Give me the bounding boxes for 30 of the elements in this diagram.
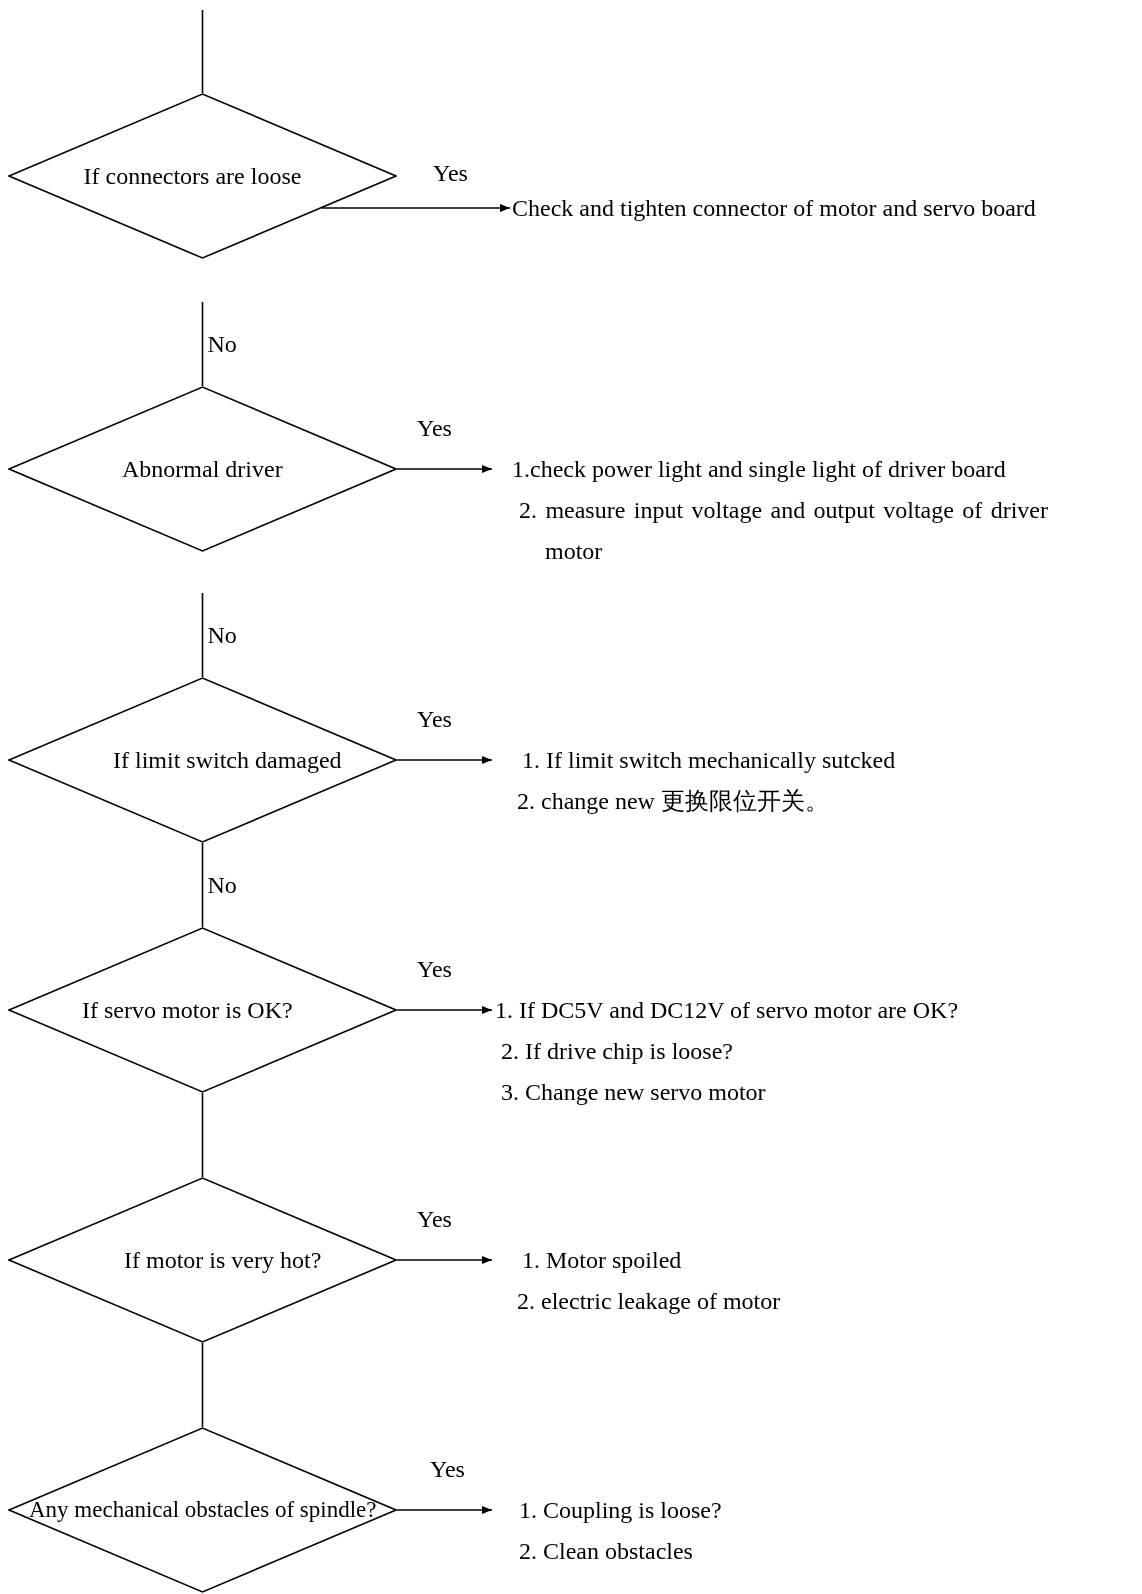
action-text: 2. Clean obstacles [519,1537,693,1566]
action-text: 3. Change new servo motor [501,1078,766,1107]
decision-text: Any mechanical obstacles of spindle? [29,1496,377,1524]
connector-line [201,9,204,94]
connector-line [201,301,204,387]
arrow [396,756,493,764]
arrow [321,204,511,212]
arrow [396,1506,493,1514]
action-text: 1. Coupling is loose? [519,1496,722,1525]
action-text: 1.check power light and single light of driver board [512,455,1007,484]
arrow [396,465,493,473]
arrow [396,1006,493,1014]
action-text: 1. If DC5V and DC12V of servo motor are OK? [495,996,959,1025]
action-text: 2. measure input voltage and output voltage of driver motor [519,496,1048,566]
connector-line [201,592,204,678]
decision-text: Abnormal driver [122,454,283,484]
connector-line [201,1092,204,1178]
arrow [396,1256,493,1264]
action-text: 1. If limit switch mechanically sutcked [522,746,896,775]
decision-text: If motor is very hot? [124,1245,322,1275]
action-text: 2. change new 更换限位开关。 [517,787,829,816]
action-text: 1. Motor spoiled [522,1246,682,1275]
action-text: 2. If drive chip is loose? [501,1037,733,1066]
connector-line [201,842,204,928]
decision-text: If servo motor is OK? [82,995,293,1025]
action-text: 2. electric leakage of motor [517,1287,781,1316]
action-text: Check and tighten connector of motor and servo board [512,194,1036,223]
connector-line [201,1342,204,1428]
decision-text: If connectors are loose [83,161,302,191]
decision-text: If limit switch damaged [113,745,342,775]
